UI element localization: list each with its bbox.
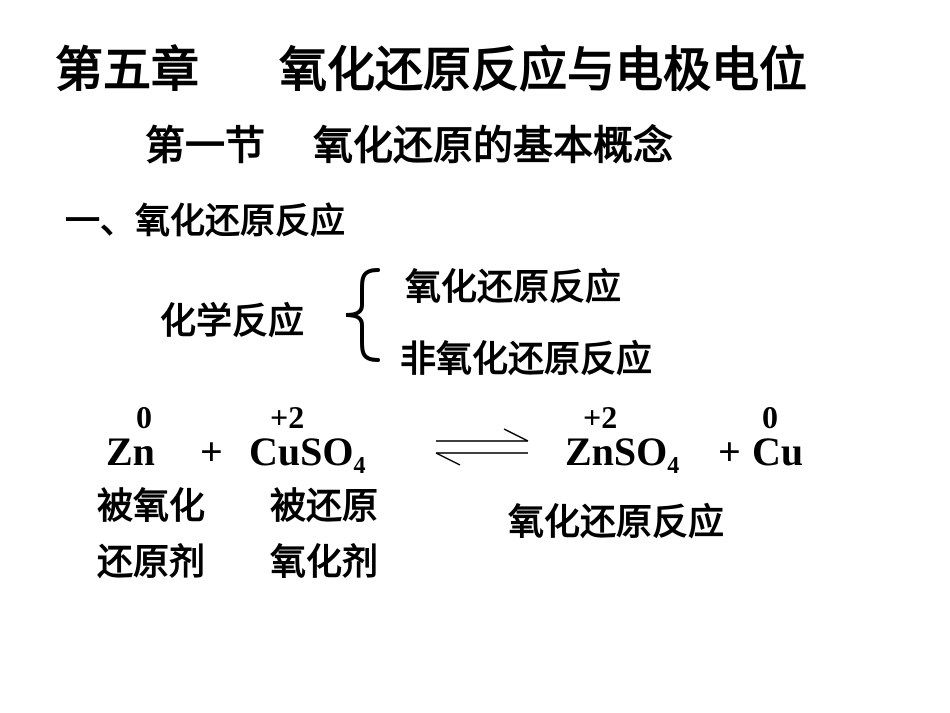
classification-non-redox: 非氧化还原反应 (400, 339, 653, 380)
species-cu: Cu (752, 429, 804, 474)
classification-redox: 氧化还原反应 (405, 267, 622, 308)
species-cuso4-subscript: 4 (353, 453, 366, 479)
left-brace-icon (345, 268, 380, 362)
cuso4-role-label: 氧化剂 (270, 542, 379, 583)
chapter-number: 第五章 (55, 42, 200, 98)
zn-role-label: 还原剂 (97, 542, 206, 583)
species-zn: Zn (106, 429, 155, 474)
species-znso4: ZnSO4 (565, 428, 679, 478)
species-cuso4: CuSO4 (249, 428, 366, 478)
chapter-name: 氧化还原反应与电极电位 (279, 42, 808, 98)
section-title: 第一节 氧化还原的基本概念 (145, 113, 673, 171)
cuso4-process-label: 被还原 (270, 486, 379, 527)
species-znso4-base: ZnSO (565, 429, 668, 474)
species-znso4-subscript: 4 (667, 453, 680, 479)
oxidation-state-zn-product: +2 (583, 399, 618, 435)
plus-sign: + (718, 429, 741, 474)
oxidation-state-zn: 0 (136, 399, 152, 435)
oxidation-state-cu: 0 (762, 399, 778, 435)
section-name: 氧化还原的基本概念 (313, 123, 673, 169)
reaction-type-label: 氧化还原反应 (508, 502, 725, 543)
oxidation-state-cu-reactant: +2 (270, 399, 305, 435)
equilibrium-arrows-icon (435, 428, 529, 466)
chapter-title: 第五章 氧化还原反应与电极电位 (55, 30, 807, 100)
plus-sign: + (200, 429, 223, 474)
section-number: 第一节 (145, 123, 265, 169)
zn-process-label: 被氧化 (97, 486, 206, 527)
chemical-reaction-label: 化学反应 (160, 301, 305, 342)
subheading: 一、氧化还原反应 (65, 202, 346, 242)
species-cuso4-base: CuSO (249, 429, 354, 474)
